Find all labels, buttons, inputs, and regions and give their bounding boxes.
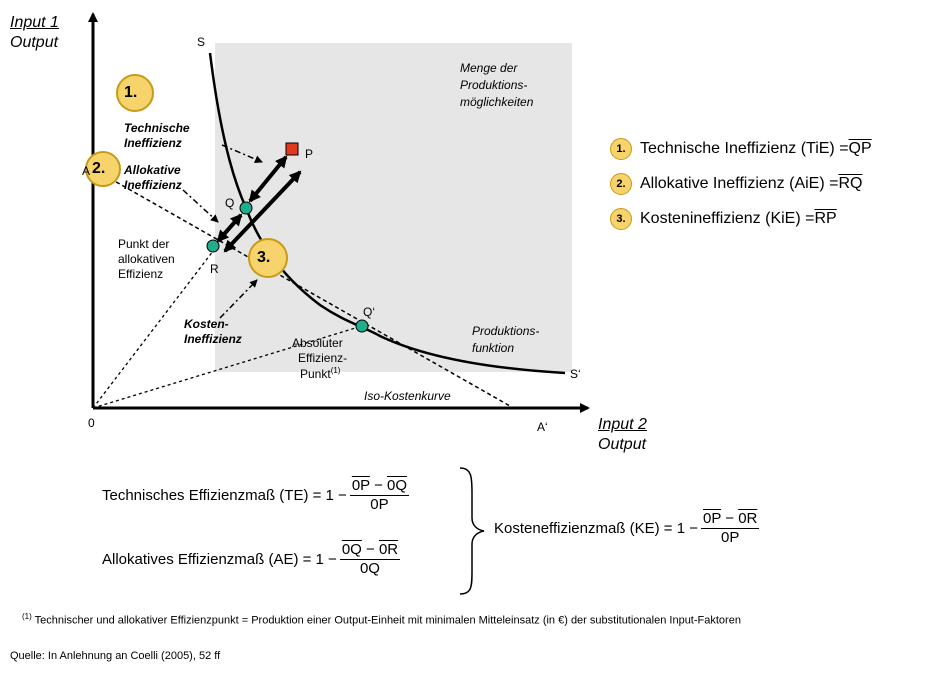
label-a: A bbox=[82, 164, 91, 178]
isokosten-label: Iso-Kostenkurve bbox=[364, 389, 451, 403]
label-aprime: A‘ bbox=[537, 420, 548, 434]
formula-te-num-a: 0P bbox=[351, 477, 370, 494]
legend-seg-2: RQ bbox=[838, 175, 863, 192]
region-label-1: Menge der bbox=[460, 61, 518, 75]
legend-seg-1: QP bbox=[848, 140, 872, 157]
footnote: (1) Technischer und allokativer Effizien… bbox=[22, 612, 741, 627]
formula-ae: Allokatives Effizienzmaß (AE) = 1 − 0Q −… bbox=[102, 541, 403, 578]
badge-3-text: 3. bbox=[257, 249, 271, 266]
label-qprime: Q‘ bbox=[363, 305, 375, 319]
formula-ae-fraction: 0Q − 0R 0Q bbox=[339, 541, 401, 578]
region-label-2: Produktions- bbox=[460, 78, 528, 92]
region-label-3: möglichkeiten bbox=[460, 95, 534, 109]
legend-seg-3: RP bbox=[814, 210, 837, 227]
formula-ae-num-b: 0R bbox=[378, 541, 399, 558]
point-qprime bbox=[355, 319, 369, 333]
origin-label: 0 bbox=[88, 416, 95, 430]
footnote-mark: (1) bbox=[22, 612, 32, 621]
badge-2-circle bbox=[85, 151, 121, 187]
prodfunk-label-2: funktion bbox=[472, 341, 515, 355]
arrow-rp bbox=[223, 170, 302, 253]
formula-ae-minus: − bbox=[361, 541, 379, 558]
formula-te-fraction: 0P − 0Q 0P bbox=[349, 477, 410, 514]
point-q bbox=[239, 201, 253, 215]
point-r bbox=[206, 239, 220, 253]
badge-2-text: 2. bbox=[92, 160, 106, 177]
absolut-label-2: Effizienz- bbox=[298, 351, 348, 365]
label-sprime: S‘ bbox=[570, 367, 581, 381]
legend-badge-3: 3. bbox=[610, 208, 632, 230]
legend-text-3: Kostenineffizienz (KiE) = bbox=[640, 210, 815, 227]
formula-ke-fraction: 0P − 0R 0P bbox=[701, 510, 760, 547]
kosten-ineff-2: Ineffizienz bbox=[184, 332, 242, 346]
formula-ae-num-a: 0Q bbox=[341, 541, 362, 558]
formula-ke: Kosteneffizienzmaß (KE) = 1 − 0P − 0R 0P bbox=[494, 510, 762, 547]
x-label-top: Input 2 bbox=[598, 416, 647, 433]
absolut-label-1: Absoluter bbox=[292, 336, 343, 350]
kosten-ineff-1: Kosten- bbox=[184, 317, 229, 331]
formula-ke-label: Kosteneffizienzmaß (KE) = 1 − bbox=[494, 520, 698, 537]
x-label-bottom: Output bbox=[598, 436, 647, 453]
legend-item-2: 2. Allokative Ineffizienz (AiE) = RQ bbox=[610, 173, 862, 195]
badge-3-circle bbox=[248, 238, 288, 278]
alloc-ineff-2: Ineffizienz bbox=[124, 178, 182, 192]
label-r: R bbox=[210, 262, 219, 276]
ray-origin-qprime bbox=[92, 325, 363, 409]
legend-badge-2: 2. bbox=[610, 173, 632, 195]
punkt-label-1: Punkt der bbox=[118, 237, 170, 251]
legend-badge-1: 1. bbox=[610, 138, 632, 160]
formula-ke-num-b: 0R bbox=[738, 510, 758, 527]
punkt-label-2: allokativen bbox=[118, 252, 175, 266]
alloc-ineff-1: Allokative bbox=[124, 163, 181, 177]
footnote-text: Technischer und allokativer Effizienzpun… bbox=[34, 614, 741, 627]
formula-te-label: Technisches Effizienzmaß (TE) = 1 − bbox=[102, 487, 347, 504]
punkt-label-3: Effizienz bbox=[118, 267, 164, 281]
pointer-kosten bbox=[219, 279, 258, 319]
absolut-label-3: Punkt(1) bbox=[300, 366, 340, 381]
formula-te-den: 0P bbox=[370, 496, 389, 513]
y-label-bottom: Output bbox=[10, 34, 59, 51]
legend-item-1: 1. Technische Ineffizienz (TiE) = QP bbox=[610, 138, 872, 160]
point-p bbox=[285, 142, 299, 156]
formula-te-minus: − bbox=[369, 477, 388, 494]
formula-te-num-b: 0Q bbox=[387, 477, 408, 494]
absolut-footnote-mark: (1) bbox=[330, 366, 341, 375]
y-label-top: Input 1 bbox=[10, 14, 59, 31]
prodfunk-label-1: Produktions- bbox=[472, 324, 540, 338]
formula-ke-minus: − bbox=[721, 510, 739, 527]
legend-text-1: Technische Ineffizienz (TiE) = bbox=[640, 140, 849, 157]
tech-ineff-1: Technische bbox=[124, 121, 190, 135]
label-p: P bbox=[305, 147, 314, 161]
badge-1-circle bbox=[116, 74, 154, 112]
pointer-alloc bbox=[182, 189, 219, 223]
formula-ae-den: 0Q bbox=[359, 560, 380, 577]
label-q: Q bbox=[225, 196, 235, 210]
legend-text-2: Allokative Ineffizienz (AiE) = bbox=[640, 175, 839, 192]
iso-cost-line bbox=[103, 174, 511, 407]
label-s: S bbox=[197, 35, 206, 49]
source-note: Quelle: In Anlehnung an Coelli (2005), 5… bbox=[10, 650, 221, 662]
badge-1-text: 1. bbox=[124, 84, 138, 101]
formula-ke-den: 0P bbox=[721, 529, 740, 546]
formula-ke-num-a: 0P bbox=[703, 510, 722, 527]
formula-ae-label: Allokatives Effizienzmaß (AE) = 1 − bbox=[102, 551, 337, 568]
formula-brace bbox=[459, 467, 485, 595]
absolut-label-3-text: Punkt bbox=[300, 367, 331, 381]
tech-ineff-2: Ineffizienz bbox=[124, 136, 182, 150]
formula-te: Technisches Effizienzmaß (TE) = 1 − 0P −… bbox=[102, 477, 412, 514]
legend-item-3: 3. Kostenineffizienz (KiE) = RP bbox=[610, 208, 837, 230]
